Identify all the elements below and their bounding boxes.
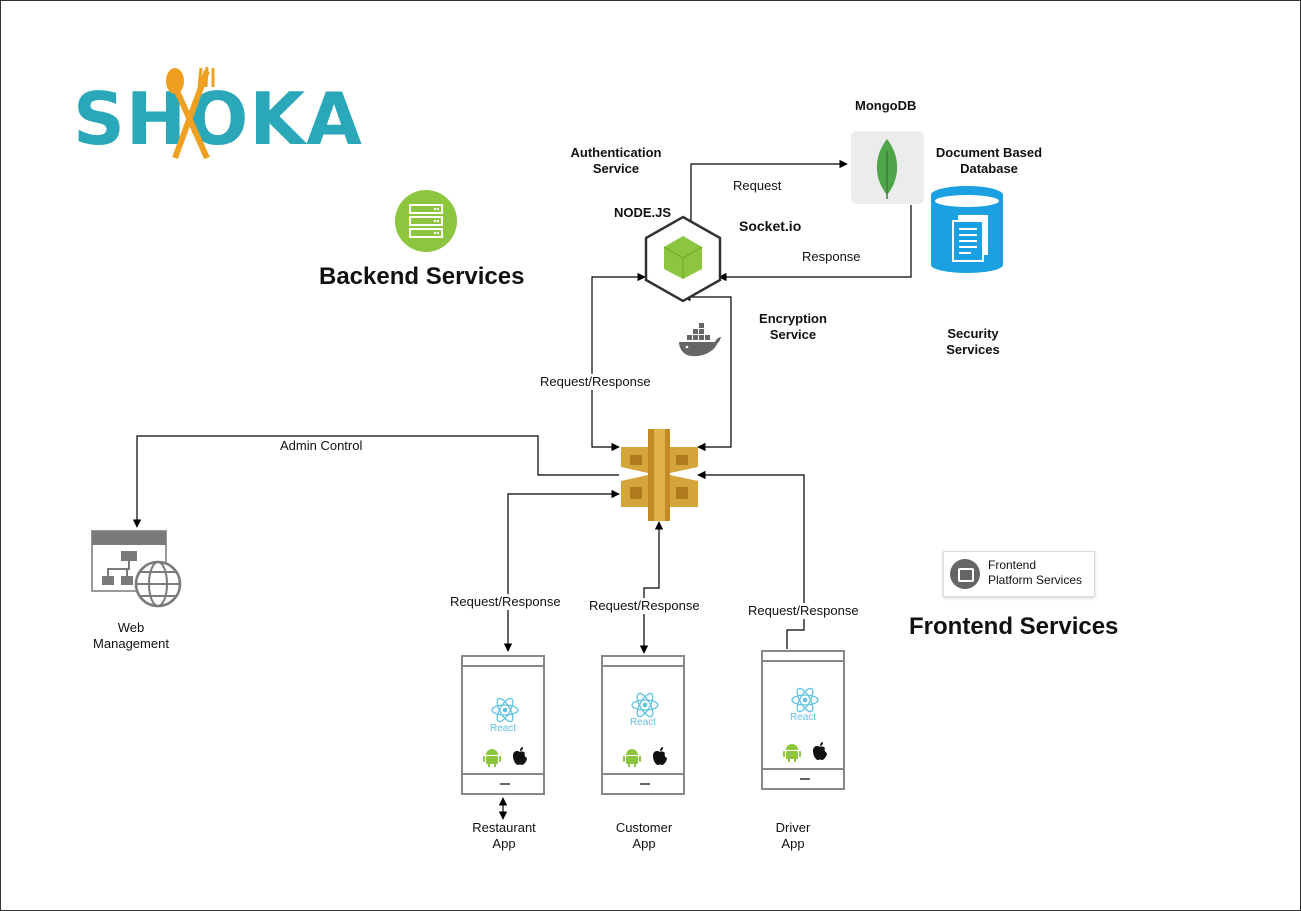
react-label: React bbox=[789, 712, 817, 723]
docker-icon bbox=[679, 323, 721, 357]
customer-arrow bbox=[639, 521, 664, 654]
nodejs-icon bbox=[644, 215, 722, 303]
encryption-arrow bbox=[682, 292, 732, 452]
socketio-label: Socket.io bbox=[739, 218, 802, 234]
shoka-logo: SHOKA bbox=[69, 63, 362, 183]
backend-request-response-arrow bbox=[591, 272, 646, 452]
request-label: Request bbox=[733, 178, 782, 194]
database-icon bbox=[931, 186, 1003, 273]
admin-control-label: Admin Control bbox=[280, 438, 363, 453]
apple-icon bbox=[513, 747, 527, 765]
response-arrow bbox=[718, 205, 912, 282]
apple-icon bbox=[813, 742, 827, 760]
response-label: Response bbox=[802, 249, 861, 265]
logo-text: SHOKA bbox=[73, 77, 363, 161]
apple-icon bbox=[653, 747, 667, 765]
android-icon bbox=[623, 749, 641, 767]
fork-spoon-icon bbox=[166, 66, 215, 160]
react-label: React bbox=[489, 723, 517, 734]
frontend-services-title: Frontend Services bbox=[909, 613, 1119, 640]
api-gateway-icon bbox=[621, 429, 698, 521]
customer-app-phone: React bbox=[601, 655, 685, 795]
driver-app-phone: React bbox=[761, 650, 845, 790]
backend-services-title: Backend Services bbox=[319, 263, 525, 290]
react-label: React bbox=[629, 717, 657, 728]
mongodb-icon bbox=[851, 131, 924, 204]
restaurant-request-response-label: Request/Response bbox=[450, 594, 561, 610]
monitor-icon bbox=[950, 559, 980, 589]
android-icon bbox=[783, 744, 801, 762]
web-management-icon bbox=[91, 530, 182, 608]
server-icon bbox=[395, 190, 457, 252]
request-arrow bbox=[690, 159, 848, 237]
mongodb-label: MongoDB bbox=[855, 98, 917, 114]
nodejs-label: NODE.JS bbox=[614, 205, 672, 221]
driver-arrow bbox=[697, 470, 805, 649]
react-icon bbox=[491, 697, 519, 723]
admin-control-arrow bbox=[132, 435, 619, 528]
customer-request-response-label: Request/Response bbox=[589, 598, 700, 614]
react-icon bbox=[631, 692, 659, 718]
react-icon bbox=[791, 687, 819, 713]
restaurant-arrow bbox=[503, 489, 620, 652]
android-icon bbox=[483, 749, 501, 767]
backend-request-response-label: Request/Response bbox=[540, 374, 651, 390]
driver-request-response-label: Request/Response bbox=[748, 603, 859, 619]
restaurant-app-phone: React bbox=[461, 655, 545, 795]
